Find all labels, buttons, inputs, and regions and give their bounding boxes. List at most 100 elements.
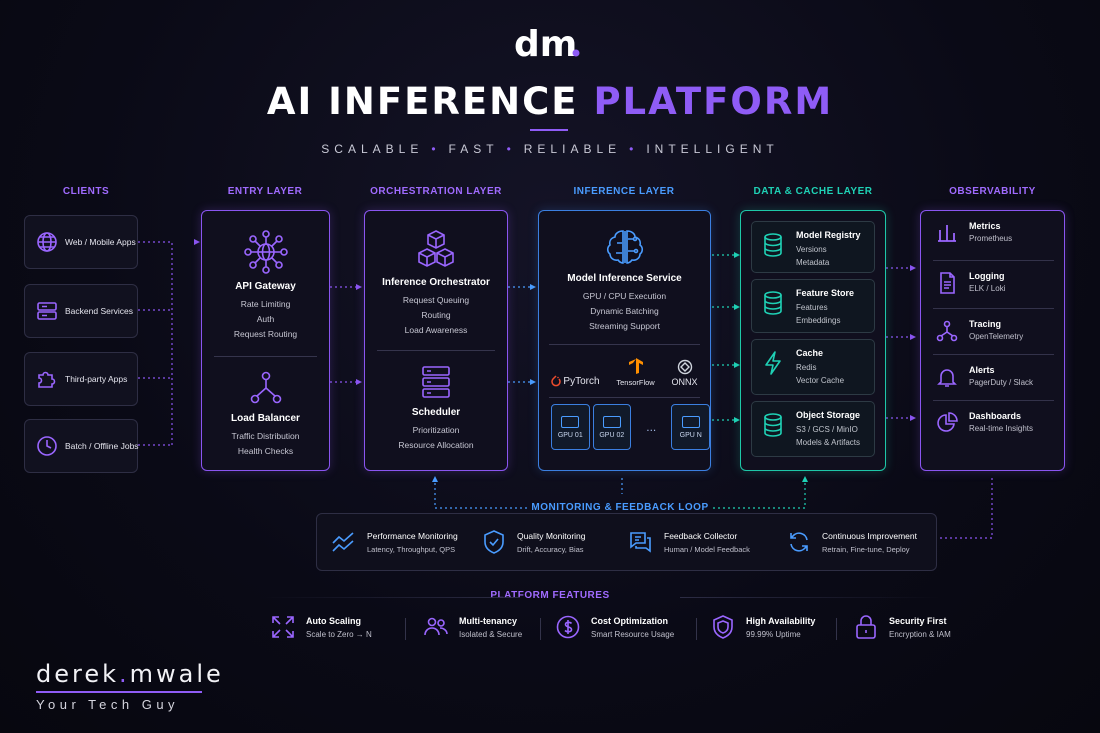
features-rule-right [680,597,940,598]
inference-service-title: Model Inference Service [567,273,682,284]
client-backend-services[interactable]: Backend Services [24,284,138,338]
feature-separator [836,618,837,640]
obs-title: Dashboards [969,411,1022,421]
load-balancer-title: Load Balancer [231,413,300,424]
dollar-icon [556,615,580,639]
entry-layer-heading: ENTRY LAYER [227,186,303,197]
onnx-icon [677,359,692,375]
lightning-icon [765,351,781,375]
client-batch-jobs[interactable]: Batch / Offline Jobs [24,419,139,473]
orchestrator-line: Routing [421,310,451,320]
api-gateway[interactable]: API Gateway Rate Limiting Auth Request R… [202,211,329,342]
mon-title: Continuous Improvement [822,530,917,541]
load-balancer-icon [250,371,281,404]
card-line: Versions [796,245,827,254]
gpu-card: GPU 01 [551,404,590,450]
scheduler-line: Resource Allocation [398,440,474,450]
obs-sub: PagerDuty / Slack [969,378,1034,387]
framework-label: PyTorch [563,375,600,387]
page-title: AI INFERENCE PLATFORM [0,80,1100,123]
obs-title: Alerts [969,365,995,375]
lock-icon [856,615,876,639]
entry-layer-panel: API Gateway Rate Limiting Auth Request R… [201,210,330,471]
tagline-word: SCALABLE [321,142,424,156]
framework-pytorch: PyTorch [551,375,600,387]
orchestrator-line: Load Awareness [404,325,468,335]
orchestration-layer-heading: ORCHESTRATION LAYER [370,186,502,197]
title-part-1: AI INFERENCE [266,80,579,123]
dm-logo: dm [514,22,586,65]
tagline-dot: • [629,142,639,156]
chat-icon [630,532,651,553]
database-icon [764,413,782,437]
feature-separator [540,618,541,640]
trend-icon [332,532,354,552]
scheduler[interactable]: Scheduler Prioritization Resource Alloca… [365,365,507,453]
card-line: Features [796,303,828,312]
monitoring-heading: MONITORING & FEEDBACK LOOP [531,502,709,513]
pytorch-icon [551,375,562,387]
gpu-ellipsis: ... [646,420,657,434]
api-gateway-line: Rate Limiting [240,299,291,309]
client-web-mobile[interactable]: Web / Mobile Apps [24,215,138,269]
orchestration-layer-panel: Inference Orchestrator Request Queuing R… [364,210,508,471]
database-icon [764,291,782,315]
shield-icon [713,615,733,639]
inference-service-line: Dynamic Batching [590,306,659,316]
mon-sub: Human / Model Feedback [664,544,750,554]
inference-layer-panel: Model Inference Service GPU / CPU Execut… [538,210,711,471]
clients-heading: CLIENTS [62,186,110,197]
gpu-chip-icon [561,415,580,428]
users-icon [424,617,448,636]
card-title: Object Storage [796,410,861,420]
card-title: Feature Store [796,288,855,298]
load-balancer-line: Health Checks [237,446,294,456]
frameworks-row: PyTorch TensorFlow ONNX [539,357,710,387]
inference-divider-2 [549,397,700,398]
model-inference-service[interactable]: Model Inference Service GPU / CPU Execut… [539,211,710,334]
obs-sub: OpenTelemetry [969,332,1024,341]
network-icon [243,230,288,274]
pie-chart-icon [937,412,958,432]
inference-service-line: Streaming Support [589,321,660,331]
api-gateway-line: Auth [256,314,275,324]
mon-title: Feedback Collector [664,530,738,541]
obs-title: Metrics [969,221,1001,231]
card-line: Models & Artifacts [796,438,861,447]
obs-sub: ELK / Loki [969,284,1006,293]
stack-icon [422,366,450,398]
inference-orchestrator[interactable]: Inference Orchestrator Request Queuing R… [365,211,507,338]
load-balancer[interactable]: Load Balancer Traffic Distribution Healt… [202,371,329,459]
brand-name-first: derek [36,660,120,688]
client-label: Third-party Apps [65,374,128,384]
client-third-party[interactable]: Third-party Apps [24,352,138,406]
card-title: Cache [796,348,824,358]
feature-title: Cost Optimization [591,615,668,626]
shield-check-icon [484,530,504,554]
cycle-icon [790,532,808,552]
feature-sub: 99.99% Uptime [746,629,801,639]
gpu-card: GPU 02 [592,404,632,450]
api-gateway-line: Request Routing [233,329,298,339]
client-label: Web / Mobile Apps [65,237,136,247]
globe-icon [37,232,57,252]
